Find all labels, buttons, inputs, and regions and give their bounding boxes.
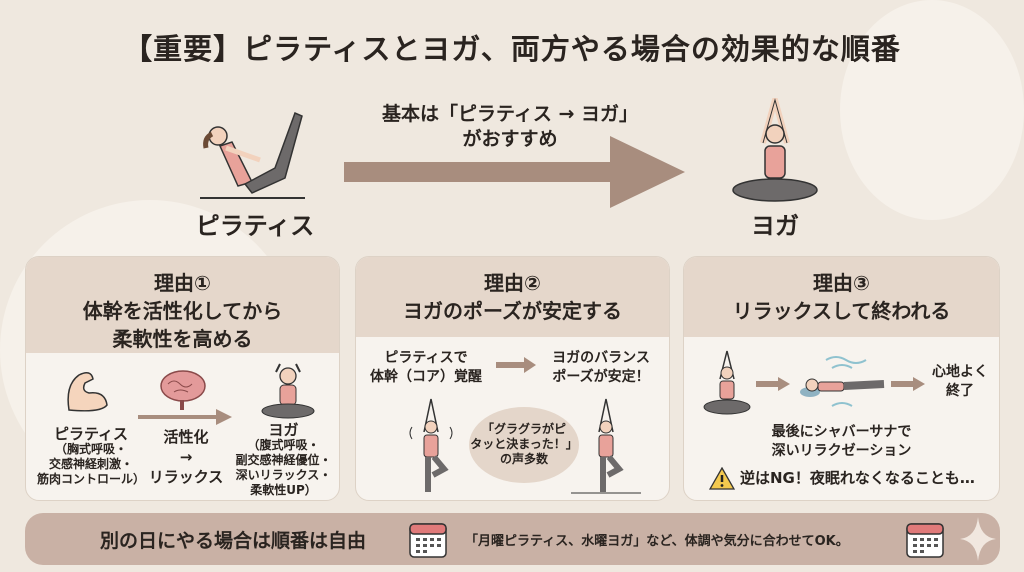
middle-line: → bbox=[179, 448, 193, 466]
speech-bubble bbox=[469, 407, 579, 483]
right-arrow-icon bbox=[496, 357, 536, 373]
reason-1-header: 理由① 体幹を活性化してから 柔軟性を高める bbox=[26, 257, 339, 353]
bottom-heading: 別の日にやる場合は順番は自由 bbox=[100, 530, 367, 552]
pilates-figure-icon bbox=[200, 111, 305, 199]
reason-2-panel: 理由② ヨガのポーズが安定する ピラティスで 体幹（コア）覚醒 ヨガのバランス … bbox=[355, 256, 670, 501]
bottom-note: 「月曜ピラティス、水曜ヨガ」など、体調や気分に合わせてOK。 bbox=[465, 534, 849, 549]
right-arrow-icon bbox=[344, 136, 685, 208]
detail-line: （腹式呼吸・ bbox=[247, 438, 320, 452]
reason-number: 理由③ bbox=[813, 271, 870, 295]
pilates-label: ピラティス bbox=[195, 212, 315, 240]
recommendation-text: 基本は「ピラティス → ヨガ」 がおすすめ bbox=[350, 102, 670, 152]
calendar-icon bbox=[906, 523, 944, 558]
warning-icon bbox=[709, 467, 735, 490]
caption-line: 深いリラクゼーション bbox=[771, 443, 912, 459]
reason-number: 理由② bbox=[484, 271, 541, 295]
bubble-line: の声多数 bbox=[499, 452, 548, 466]
text-line: 心地よく bbox=[932, 364, 988, 380]
right-arrow-icon bbox=[756, 377, 790, 391]
text-line: 終了 bbox=[946, 383, 974, 399]
caption-line: 最後にシャバーサナで bbox=[771, 424, 912, 440]
yoga-title: ヨガ bbox=[268, 421, 299, 439]
seated-yoga-icon bbox=[703, 350, 751, 415]
activation-text: 活性化 → リラックス bbox=[141, 427, 231, 487]
calendar-icon bbox=[409, 523, 447, 558]
reason-3-header: 理由③ リラックスして終われる bbox=[684, 257, 999, 337]
wobbly-tree-pose-icon bbox=[409, 398, 453, 492]
reason-number: 理由① bbox=[154, 271, 211, 295]
text-line: ピラティスで bbox=[384, 350, 468, 366]
yoga-figure-icon bbox=[732, 98, 818, 202]
text-line: 体幹（コア）覚醒 bbox=[370, 369, 482, 385]
page-title: 【重要】ピラティスとヨガ、両方やる場合の効果的な順番 bbox=[123, 32, 901, 66]
middle-line: リラックス bbox=[148, 468, 224, 486]
balance-text: ヨガのバランス ポーズが安定！ bbox=[536, 349, 666, 387]
bubble-line: タッと決まった！」 bbox=[470, 437, 578, 451]
muscle-arm-icon bbox=[67, 372, 108, 412]
recommend-line: 基本は「ピラティス → ヨガ」 bbox=[381, 103, 638, 125]
yoga-detail: （腹式呼吸・ 副交感神経優位・ 深いリラックス・ 柔軟性UP） bbox=[231, 438, 336, 498]
brain-icon bbox=[160, 370, 206, 410]
reason-title: 柔軟性を高める bbox=[112, 327, 253, 351]
text-line: ポーズが安定！ bbox=[552, 369, 650, 385]
middle-line: 活性化 bbox=[163, 428, 209, 446]
text-line: ヨガのバランス bbox=[552, 350, 650, 366]
detail-line: （胸式呼吸・ bbox=[54, 442, 127, 456]
bottom-bar: 別の日にやる場合は順番は自由 「月曜ピラティス、水曜ヨガ」など、体調や気分に合わ… bbox=[25, 513, 1000, 565]
yoga-label: ヨガ bbox=[751, 212, 799, 240]
savasana-icon bbox=[800, 356, 885, 407]
end-text: 心地よく 終了 bbox=[924, 363, 996, 401]
yoga-relax-figure-icon bbox=[261, 363, 315, 419]
detail-line: 交感神経刺激・ bbox=[48, 457, 133, 471]
detail-line: 副交感神経優位・ bbox=[235, 453, 332, 467]
detail-line: 柔軟性UP） bbox=[250, 483, 317, 497]
reason-title: 体幹を活性化してから bbox=[82, 299, 283, 323]
right-arrow-icon bbox=[891, 377, 925, 391]
reason-3-panel: 理由③ リラックスして終われる 心地よく 終了 最後にシャバーサナで 深いリラク… bbox=[683, 256, 1000, 501]
bubble-line: 「グラグラがピ bbox=[481, 422, 566, 436]
savasana-caption: 最後にシャバーサナで 深いリラクゼーション bbox=[684, 423, 999, 461]
reason-title: ヨガのポーズが安定する bbox=[403, 299, 622, 323]
recommend-line: がおすすめ bbox=[462, 128, 558, 150]
pilates-title: ピラティス bbox=[53, 425, 129, 443]
background-shape bbox=[840, 0, 1024, 220]
detail-line: 筋肉コントロール） bbox=[36, 472, 145, 486]
warning-text: 逆はNG！夜眠れなくなることも… bbox=[740, 469, 975, 487]
reason-title: リラックスして終われる bbox=[732, 299, 951, 323]
pilates-detail: （胸式呼吸・ 交感神経刺激・ 筋肉コントロール） bbox=[36, 442, 146, 487]
reason-1-panel: 理由① 体幹を活性化してから 柔軟性を高める ピラティス （胸式呼吸・ 交感神経… bbox=[25, 256, 340, 501]
reason-2-header: 理由② ヨガのポーズが安定する bbox=[356, 257, 669, 337]
detail-line: 深いリラックス・ bbox=[235, 468, 332, 482]
bubble-text: 「グラグラがピ タッと決まった！」 の声多数 bbox=[469, 422, 579, 467]
core-text: ピラティスで 体幹（コア）覚醒 bbox=[361, 349, 491, 387]
stable-tree-pose-icon bbox=[571, 398, 641, 494]
sparkle-icon bbox=[960, 517, 996, 561]
right-arrow-icon bbox=[138, 409, 232, 425]
